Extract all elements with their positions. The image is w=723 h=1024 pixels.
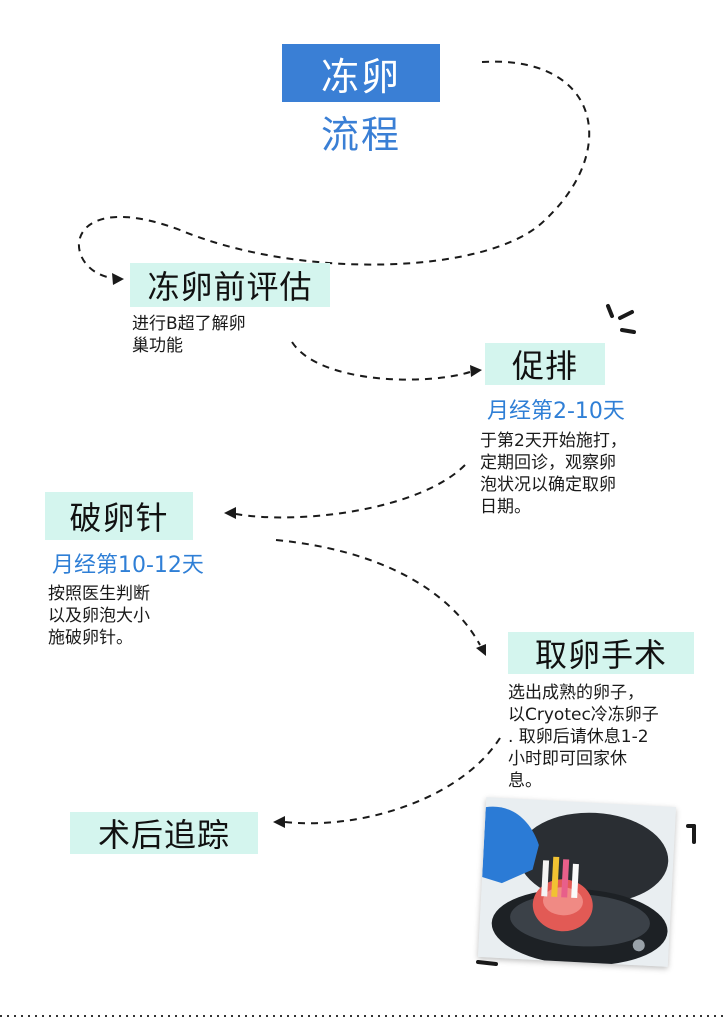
cryo-tank-photo [477,797,677,967]
step-desc-stimulation: 于第2天开始施打， 定期回诊，观察卵 泡状况以确定取卵 日期。 [480,431,627,517]
arrowhead-icon [273,816,285,828]
step-label-follow-up: 术后追踪 [70,812,258,854]
step-desc-trigger-shot: 按照医生判断 以及卵泡大小 施破卵针。 [48,584,150,648]
step-label-evaluation: 冻卵前评估 [130,263,330,307]
arrowhead-icon [224,507,236,519]
arrowhead-icon [470,365,482,377]
path-trigger-to-surgery [275,539,481,646]
step-period-trigger-shot: 月经第10-12天 [52,553,204,578]
path-eval-to-stim [291,341,471,381]
step-label-trigger-shot: 破卵针 [45,492,193,540]
path-surgery-to-followup [284,737,501,825]
sparkle-decoration [476,304,696,966]
path-stim-to-trigger [235,464,466,519]
step-desc-retrieval: 选出成熟的卵子， 以Cryotec冷冻卵子 . 取卵后请休息1-2 小时即可回家… [508,683,659,791]
title-subtitle: 流程 [320,113,401,157]
arrowhead-icon [476,644,486,656]
title-banner: 冻卵 [282,44,440,102]
step-label-retrieval: 取卵手术 [508,632,694,674]
step-label-stimulation: 促排 [485,343,605,385]
arrowhead-icon [112,273,124,285]
step-desc-evaluation: 进行B超了解卵 巢功能 [132,314,246,356]
step-period-stimulation: 月经第2-10天 [487,399,625,424]
